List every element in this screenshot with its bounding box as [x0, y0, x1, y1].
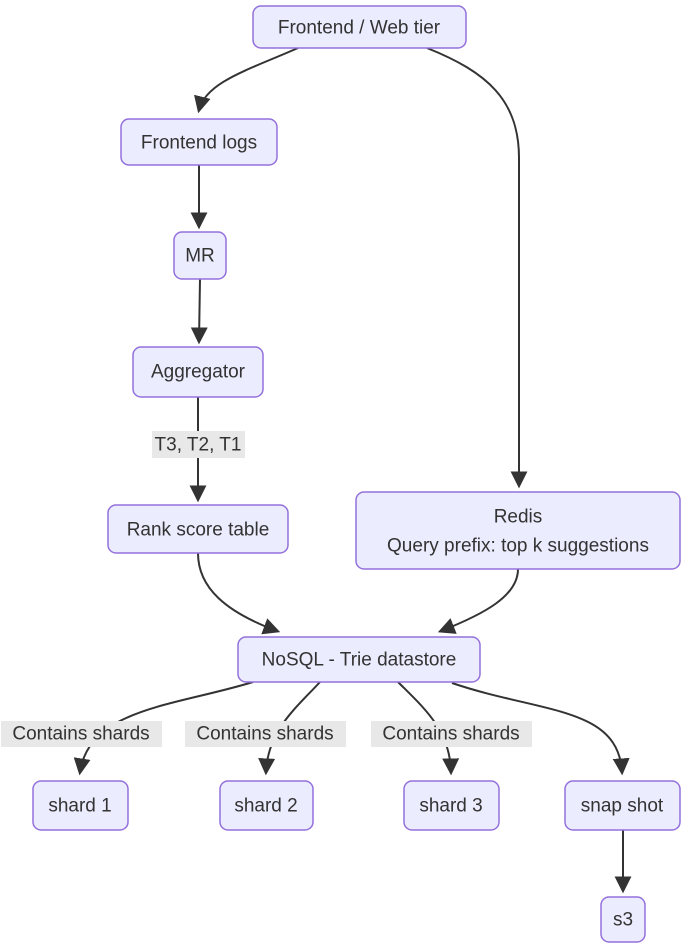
node-snap-shot: snap shot — [564, 780, 681, 831]
node-box — [32, 780, 129, 831]
edge-nosql-to-snapshot — [451, 682, 630, 776]
node-shard-3: shard 3 — [403, 780, 500, 831]
node-mr: MR — [173, 231, 227, 280]
node-box — [173, 231, 227, 280]
node-label-line1: Redis — [494, 507, 543, 528]
node-box — [132, 346, 264, 398]
edge-nosql-to-shard1 — [73, 681, 254, 776]
node-frontend-web-tier: Frontend / Web tier — [252, 5, 467, 49]
edge-frontend-to-logs — [194, 47, 299, 114]
node-box — [107, 504, 289, 554]
edges — [73, 47, 632, 894]
edge-mr-to-aggregator — [190, 278, 208, 345]
edge-label-contains-shards-2: Contains shards — [185, 721, 346, 747]
node-label: s3 — [613, 910, 633, 931]
node-nosql-trie-datastore: NoSQL - Trie datastore — [237, 636, 481, 683]
node-shard-1: shard 1 — [32, 780, 129, 831]
node-label: MR — [185, 246, 215, 267]
edge-label-text: T3, T2, T1 — [155, 435, 242, 456]
node-label: Aggregator — [151, 362, 246, 383]
node-box — [252, 5, 467, 49]
node-label: Frontend / Web tier — [278, 18, 441, 39]
node-label: Frontend logs — [141, 133, 257, 154]
node-rank-score-table: Rank score table — [107, 504, 289, 554]
node-frontend-logs: Frontend logs — [120, 118, 278, 166]
edge-label-bg — [152, 431, 245, 458]
node-box — [237, 636, 481, 683]
edge-label-contains-shards-3: Contains shards — [371, 721, 532, 747]
node-box — [219, 780, 314, 831]
node-label: NoSQL - Trie datastore — [262, 650, 457, 671]
edge-frontend-to-redis — [426, 47, 528, 489]
node-s3: s3 — [600, 896, 646, 943]
node-box — [355, 491, 681, 570]
edge-rank-to-nosql — [197, 552, 281, 635]
node-aggregator: Aggregator — [132, 346, 264, 398]
node-label: shard 2 — [234, 796, 297, 817]
edge-redis-to-nosql — [437, 568, 519, 634]
node-shard-2: shard 2 — [219, 780, 314, 831]
edge-label-contains-shards-1: Contains shards — [1, 721, 162, 747]
node-box — [564, 780, 681, 831]
edge-label-bg — [185, 721, 346, 747]
node-label-line2: Query prefix: top k suggestions — [387, 536, 649, 557]
edge-label-t3-t2-t1: T3, T2, T1 — [152, 431, 245, 458]
node-label: snap shot — [581, 796, 664, 817]
edge-label-text: Contains shards — [12, 724, 149, 745]
node-label: shard 1 — [48, 796, 111, 817]
edge-label-text: Contains shards — [382, 724, 519, 745]
edge-label-text: Contains shards — [196, 724, 333, 745]
node-redis: Redis Query prefix: top k suggestions — [355, 491, 681, 570]
edge-label-bg — [371, 721, 532, 747]
node-box — [403, 780, 500, 831]
node-label: shard 3 — [419, 796, 482, 817]
edge-label-bg — [1, 721, 162, 747]
node-box — [600, 896, 646, 943]
node-box — [120, 118, 278, 166]
node-label: Rank score table — [127, 520, 270, 541]
